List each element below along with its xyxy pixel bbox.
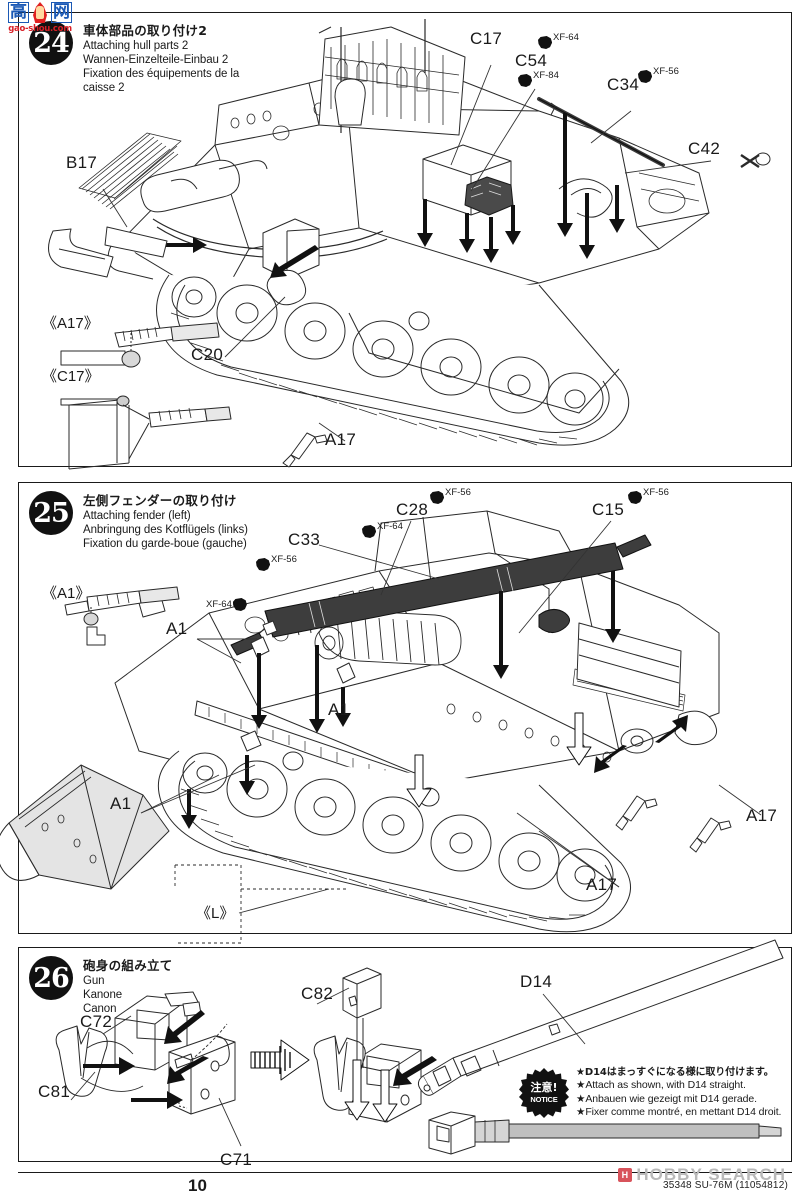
part-label-c20-s24: C20: [191, 345, 224, 364]
step-25-title-fr: Fixation du garde-boue (gauche): [83, 537, 247, 550]
paint-mark-xf56-s25-a: XF-56: [430, 487, 471, 504]
paint-code: XF-84: [533, 70, 559, 81]
paint-mark-xf64-s25-b: XF-64: [206, 598, 247, 611]
step-24-title-fr: Fixation des équipements de la caisse 2: [83, 67, 240, 94]
notice-block: 注意! NOTICE ★D14はまっすぐになる様に取り付けます。 ★Attach…: [519, 1066, 781, 1120]
paint-code: XF-56: [445, 487, 471, 498]
notice-stamp-icon: 注意! NOTICE: [519, 1067, 569, 1118]
step-24-number: 24: [29, 21, 73, 65]
step-25-header: 25 左側フェンダーの取り付け Attaching fender (left) …: [29, 491, 248, 551]
part-label-c15-s25: C15: [592, 500, 625, 519]
step-26-leaders: [70, 987, 586, 1147]
part-label-d14-s26: D14: [520, 972, 553, 991]
step-25-title-jp: 左側フェンダーの取り付け: [83, 493, 237, 508]
notice-line-fr: ★Fixer comme montré, en mettant D14 droi…: [576, 1106, 782, 1119]
step-24-illustration: [19, 13, 791, 470]
logo-cjk-left: 高: [8, 2, 29, 23]
thumbs-up-icon: [30, 2, 50, 23]
step-panel-26: 26 砲身の組み立て Gun Kanone Canon: [18, 939, 792, 1162]
part-label-a17-s25-a: A17: [746, 806, 778, 825]
part-label-c54-s24: C54: [515, 51, 548, 70]
step-25-leaders: [140, 520, 762, 914]
publisher-logo: 高 网 gao-shou.com: [4, 2, 76, 42]
step-24-leaders: [102, 64, 712, 442]
paint-blob-icon: [232, 598, 247, 611]
part-label-c71-s26: C71: [220, 1150, 253, 1169]
step-26-header: 26 砲身の組み立て Gun Kanone Canon: [29, 956, 173, 1016]
step-25-number: 25: [29, 491, 73, 535]
step-26-titles: 砲身の組み立て Gun Kanone Canon: [83, 956, 173, 1016]
paint-code: XF-56: [271, 554, 297, 565]
step-26-illustration: [19, 939, 791, 1161]
step-24-title-jp: 車体部品の取り付け2: [83, 23, 208, 38]
notice-text: ★D14はまっすぐになる様に取り付けます。 ★Attach as shown, …: [576, 1066, 781, 1120]
part-label-a1-s25-c: A1: [328, 700, 350, 719]
step-24-title-en: Attaching hull parts 2: [83, 39, 189, 52]
part-label-c72-s26: C72: [80, 1012, 113, 1031]
logo-glyph-row: 高 网: [8, 2, 72, 23]
notice-line-en: ★Attach as shown, with D14 straight.: [576, 1079, 746, 1091]
hobby-search-text: HOBBY SEARCH: [636, 1165, 786, 1184]
step-panel-25: 25 左側フェンダーの取り付け Attaching fender (left) …: [0, 482, 792, 944]
step-panel-24: 24 車体部品の取り付け2 Attaching hull parts 2 Wan…: [18, 12, 792, 470]
notice-stamp-en: NOTICE: [530, 1094, 558, 1104]
step-24-title-de: Wannen-Einzelteile-Einbau 2: [83, 53, 229, 66]
part-label-c42-s24: C42: [688, 139, 721, 158]
subassembly-label-a1: 《A1》: [42, 585, 91, 602]
paint-code: XF-64: [206, 599, 232, 610]
part-label-c81-s26: C81: [38, 1082, 71, 1101]
paint-blob-icon: [638, 70, 652, 83]
step-24-titles: 車体部品の取り付け2 Attaching hull parts 2 Wannen…: [83, 21, 239, 95]
part-label-c28-s25: C28: [396, 500, 429, 519]
paint-blob-icon: [538, 36, 552, 49]
step-25-title-de: Anbringung des Kotflügels (links): [83, 523, 248, 536]
paint-blob-icon: [518, 74, 532, 87]
step-26-title-de: Kanone: [83, 988, 123, 1001]
step-26-number: 26: [29, 956, 73, 1000]
paint-code: XF-56: [653, 66, 679, 77]
paint-blob-icon: [362, 525, 376, 538]
part-label-c82-s26: C82: [301, 984, 334, 1003]
part-label-c34-s24: C34: [607, 75, 640, 94]
step-26-title-jp: 砲身の組み立て: [83, 958, 173, 973]
part-label-a17-s25-b: A17: [586, 875, 618, 894]
part-label-l-s25: 《L》: [196, 905, 235, 922]
step-24-header: 24 車体部品の取り付け2 Attaching hull parts 2 Wan…: [29, 21, 239, 95]
part-label-c33-s25: C33: [288, 530, 321, 549]
paint-blob-icon: [256, 558, 270, 571]
subassembly-label-c17: 《C17》: [42, 368, 100, 385]
step-26-title-en: Gun: [83, 974, 105, 987]
paint-mark-xf56-s24: XF-56: [638, 66, 679, 83]
paint-mark-xf84-s24: XF-84: [518, 70, 559, 87]
step-25-title-en: Attaching fender (left): [83, 509, 191, 522]
step-25-titles: 左側フェンダーの取り付け Attaching fender (left) Anb…: [83, 491, 248, 551]
part-label-b17-s24: B17: [66, 153, 98, 172]
hobby-search-watermark: H HOBBY SEARCH: [618, 1165, 786, 1185]
subassembly-label-a17: 《A17》: [42, 315, 99, 332]
paint-code: XF-56: [643, 487, 669, 498]
kit-code: 35348 SU-76M (11054812): [662, 1180, 788, 1191]
footer-divider: [18, 1172, 792, 1173]
part-label-c17-s24: C17: [470, 29, 503, 48]
paint-mark-xf64-s24: XF-64: [538, 32, 579, 49]
paint-code: XF-64: [377, 521, 403, 532]
part-label-a17-s24: A17: [325, 430, 357, 449]
paint-mark-xf56-s25-b: XF-56: [628, 487, 669, 504]
paint-mark-xf56-s25-c: XF-56: [256, 554, 297, 571]
logo-url: gao-shou.com: [8, 24, 72, 34]
hobby-search-mark-icon: H: [618, 1168, 633, 1182]
part-label-a1-s25-a: A1: [166, 619, 188, 638]
paint-mark-xf64-s25-a: XF-64: [362, 521, 403, 538]
step-25-illustration: [0, 483, 791, 944]
step-26-title-fr: Canon: [83, 1002, 117, 1015]
paint-blob-icon: [430, 491, 444, 504]
part-label-a1-s25-b: A1: [110, 794, 132, 813]
logo-cjk-right: 网: [51, 2, 72, 23]
page-number: 10: [188, 1176, 207, 1195]
paint-code: XF-64: [553, 32, 579, 43]
notice-line-jp: ★D14はまっすぐになる様に取り付けます。: [576, 1067, 774, 1078]
notice-stamp-jp: 注意!: [530, 1080, 558, 1094]
notice-line-de: ★Anbauen wie gezeigt mit D14 gerade.: [576, 1092, 757, 1105]
paint-blob-icon: [628, 491, 642, 504]
